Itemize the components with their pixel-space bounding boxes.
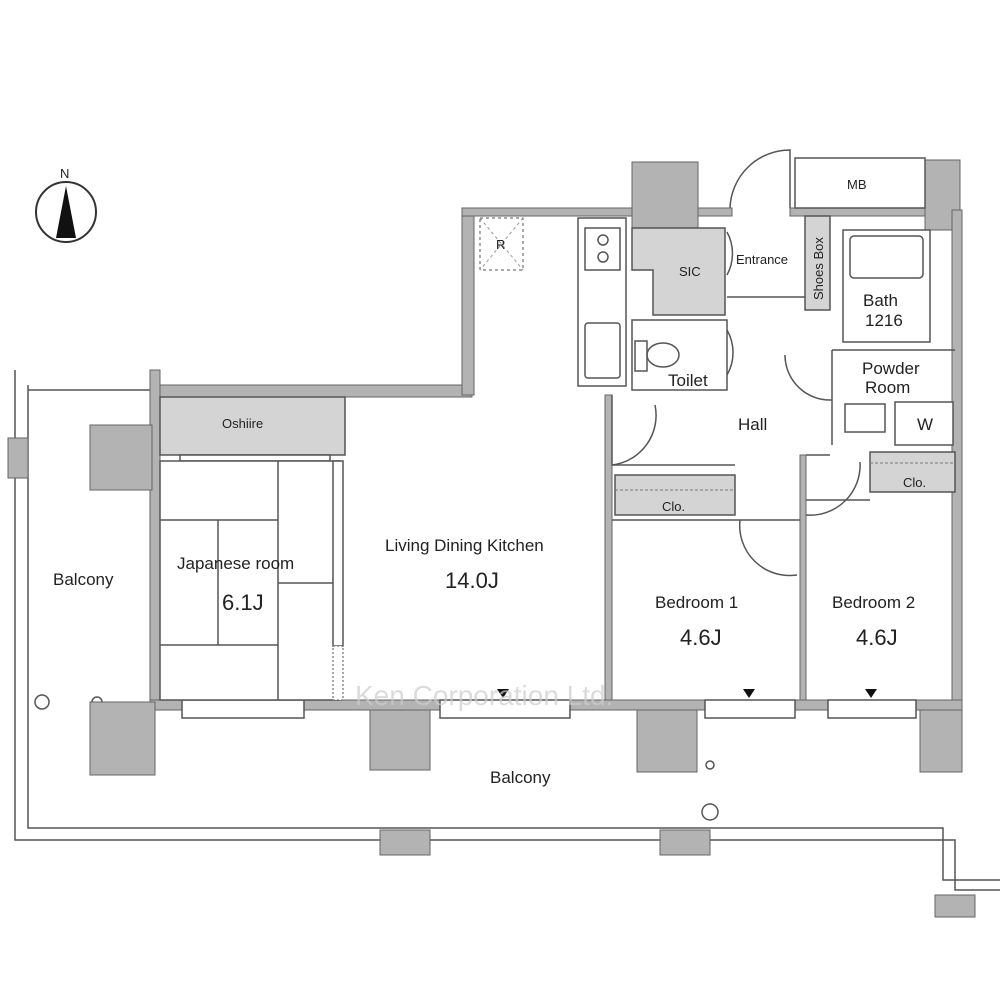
washer-space (894, 401, 954, 446)
entrance-label: Entrance (736, 252, 788, 267)
sic-label: SIC (679, 264, 701, 279)
kitchen-counter (577, 217, 627, 387)
shoes-box-label: Shoes Box (811, 237, 826, 300)
toilet-door[interactable] (726, 329, 734, 376)
closet-bedroom1 (614, 474, 736, 516)
bedroom2-door[interactable] (805, 461, 861, 516)
bedroom1-label: Bedroom 1 (655, 593, 738, 612)
closet-bedroom2 (869, 451, 956, 493)
ldk-label: Living Dining Kitchen (385, 536, 544, 555)
powder-room-label-1: Powder (862, 359, 920, 378)
bath-size: 1216 (865, 311, 903, 330)
fridge-space (479, 217, 524, 271)
bedroom2-size: 4.6J (856, 625, 898, 650)
japanese-room-label: Japanese room (177, 554, 294, 573)
fridge-label: R (496, 237, 505, 252)
closet1-label: Clo. (662, 499, 685, 514)
powder-room-door[interactable] (784, 354, 833, 401)
oshiire-closet (159, 396, 346, 456)
oshiire-label: Oshiire (222, 416, 263, 431)
north-compass-icon: N (35, 166, 97, 243)
washer-label: W (917, 415, 933, 434)
balcony-bottom-label: Balcony (490, 768, 551, 787)
bedroom1-size: 4.6J (680, 625, 722, 650)
balcony-railing (7, 370, 1000, 918)
powder-room-label-2: Room (865, 378, 910, 397)
ldk-size: 14.0J (445, 568, 499, 593)
bedroom2-label: Bedroom 2 (832, 593, 915, 612)
closet2-label: Clo. (903, 475, 926, 490)
watermark: Ken Corporation Ltd. (355, 680, 613, 711)
compass-north-label: N (60, 166, 69, 181)
sic-storage (631, 227, 726, 316)
hall-label: Hall (738, 415, 767, 434)
mb-label: MB (847, 177, 867, 192)
entrance-door[interactable] (729, 149, 791, 209)
bedroom1-door[interactable] (738, 519, 798, 577)
ldk-door[interactable] (611, 404, 657, 466)
bath-label: Bath (863, 291, 898, 310)
balcony-left-label: Balcony (53, 570, 114, 589)
shoes-box (804, 215, 831, 311)
tatami-lines (159, 460, 344, 701)
japanese-room-size: 6.1J (222, 590, 264, 615)
toilet-label: Toilet (668, 371, 708, 390)
sic-door[interactable] (726, 231, 734, 276)
meter-box (794, 157, 926, 209)
